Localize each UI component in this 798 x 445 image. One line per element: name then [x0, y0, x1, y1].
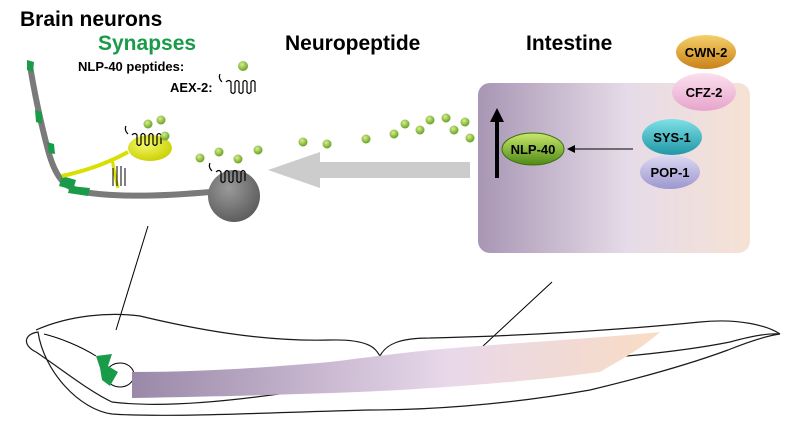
secretion-arrow	[268, 152, 470, 188]
peptide	[195, 153, 205, 163]
intestine-heading: Intestine	[526, 32, 612, 55]
peptide	[143, 119, 153, 129]
worm-intestine	[132, 332, 660, 398]
cfz2-protein	[672, 73, 736, 111]
dendrite-tuft	[112, 166, 126, 186]
peptide-legend-icon	[238, 61, 248, 71]
brain-neurons-heading: Brain neurons	[20, 8, 162, 31]
peptide	[156, 115, 166, 125]
neuropeptide-heading: Neuropeptide	[285, 32, 420, 55]
peptide	[214, 147, 224, 157]
cwn2-protein	[676, 35, 736, 69]
cwn2-label: CWN-2	[685, 45, 728, 60]
sys1-label: SYS-1	[653, 130, 691, 145]
aex2-receptor-legend-icon	[218, 73, 256, 95]
worm-body	[25, 313, 781, 416]
synapse-patch	[27, 60, 34, 72]
nlp40-peptides-legend-label: NLP-40 peptides:	[78, 59, 184, 74]
brain-neuron-illustration	[27, 60, 263, 222]
synapse-patch	[47, 142, 55, 154]
pop1-label: POP-1	[650, 165, 689, 180]
aex2-legend-label: AEX-2:	[170, 80, 213, 95]
neuron-soma	[208, 170, 260, 222]
nlp40-label: NLP-40	[511, 142, 556, 157]
pop1-protein	[640, 155, 700, 189]
interneuron-process	[61, 150, 129, 178]
intestine-callout-line	[481, 281, 553, 348]
cfz2-label: CFZ-2	[686, 85, 723, 100]
aex2-receptor-soma	[208, 162, 246, 184]
brain-callout-line	[115, 225, 149, 331]
sys1-protein	[642, 119, 702, 155]
synapses-heading: Synapses	[98, 32, 196, 55]
aex2-receptor-yellow	[124, 125, 162, 147]
peptide	[253, 145, 263, 155]
synapse-patch	[68, 186, 90, 196]
synapse-patch	[35, 110, 42, 124]
nlp40-gene-product	[501, 132, 565, 166]
peptide	[160, 131, 170, 141]
nerve-ring	[96, 354, 118, 386]
peptide	[233, 154, 243, 164]
neuropeptide-stream	[298, 113, 475, 149]
